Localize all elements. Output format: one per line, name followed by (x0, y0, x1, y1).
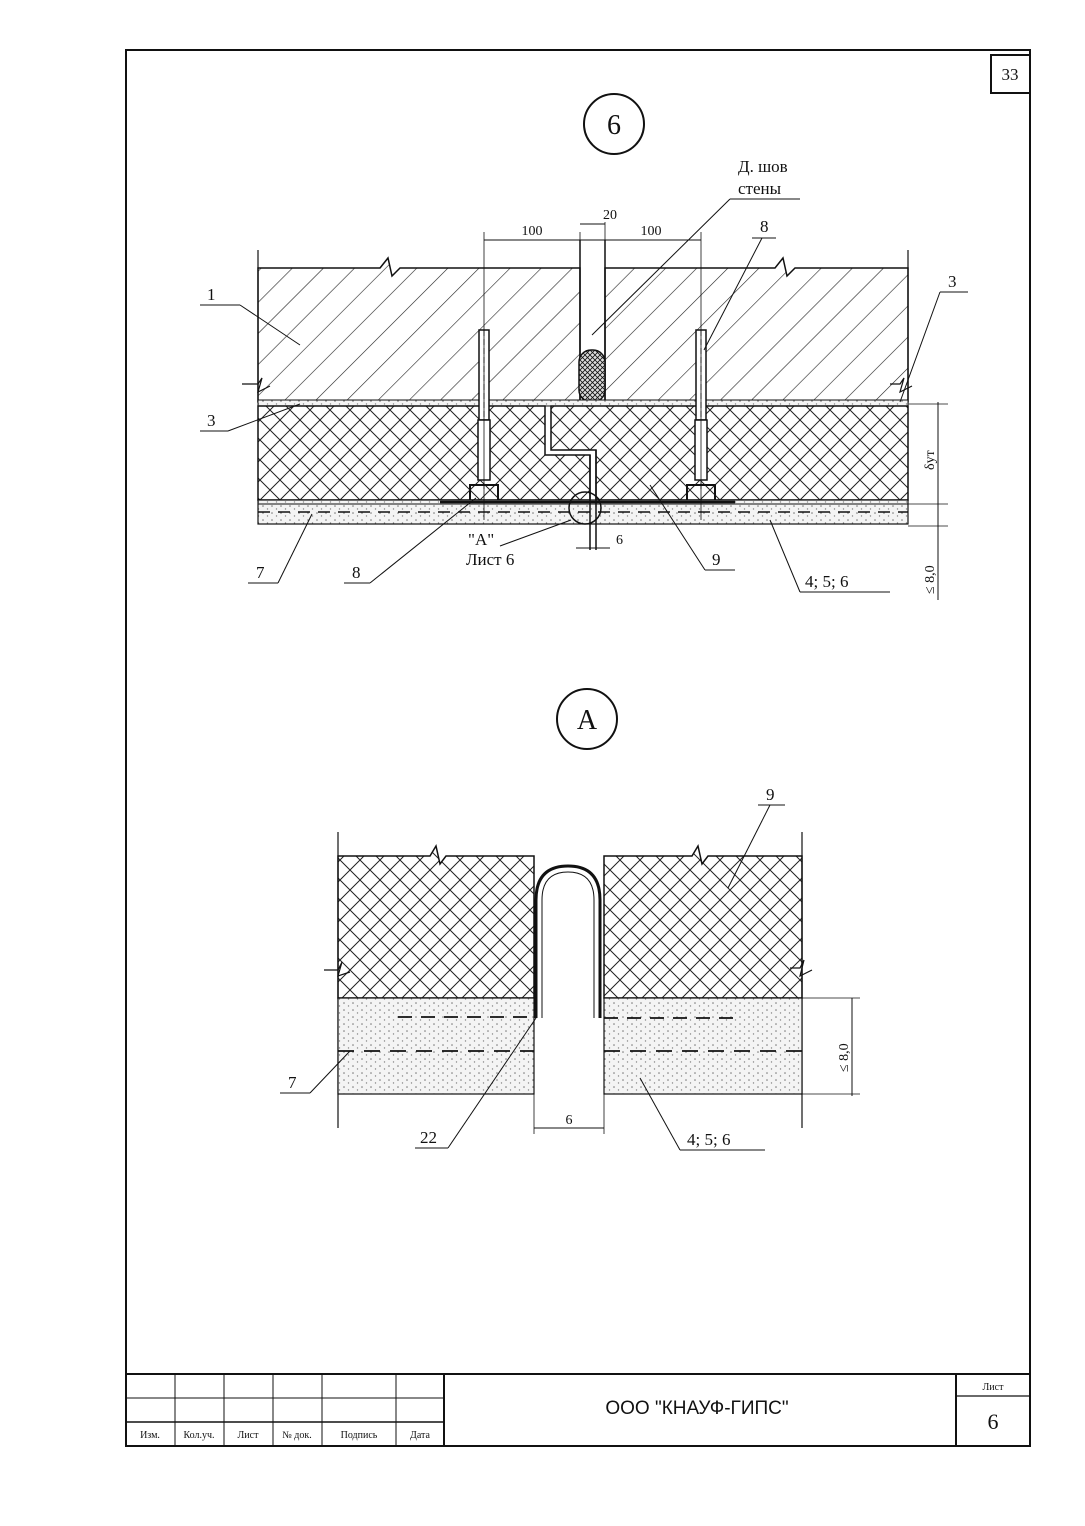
joint-label-leader (591, 198, 731, 336)
title-block-frame (125, 1373, 1031, 1447)
callout-ref-line1: "А" (468, 530, 494, 549)
label-a-456: 4; 5; 6 (687, 1130, 730, 1149)
label-9-leader-2 (649, 484, 706, 571)
callout-a-leader (499, 519, 572, 547)
detail-6-marker: 6 (607, 110, 621, 141)
header-kol-uch: Кол.уч. (183, 1430, 214, 1441)
detail-6-marker-circle (583, 93, 645, 155)
title-block: Изм. Кол.уч. Лист № док. Подпись Дата ОО… (125, 1373, 1031, 1447)
sheet-label: Лист (983, 1382, 1005, 1393)
insulation-left (257, 405, 591, 501)
joint-profile-22 (534, 864, 602, 1018)
label-456-leader-2 (769, 519, 801, 593)
sheet-number: 6 (988, 1409, 999, 1434)
label-8-bottom: 8 (352, 563, 361, 582)
corner-number-box (990, 54, 1031, 94)
label-8-bottom-leader-2 (369, 497, 477, 584)
label-a-456-leader-2 (639, 1077, 681, 1151)
detail-6: 6 (200, 93, 968, 600)
label-7: 7 (256, 563, 265, 582)
detail-a: А 6 ≤ 8,0 9 7 22 (280, 688, 860, 1151)
insulation-a-right (603, 844, 803, 999)
label-1-leader-2 (239, 304, 301, 346)
insulation-right (550, 405, 909, 501)
label-a-22-leader-2 (447, 1017, 537, 1149)
break-a-mark-right (790, 959, 813, 978)
callout-a-circle (568, 491, 602, 525)
header-list: Лист (238, 1430, 260, 1441)
label-3-left-leader-2 (227, 403, 301, 432)
dim-gap-20: 20 (603, 208, 617, 223)
dim-render: ≤ 8,0 (923, 565, 938, 594)
joint-sealing-cord (578, 349, 606, 403)
header-doc: № док. (282, 1430, 312, 1441)
label-9: 9 (712, 550, 721, 569)
corner-number: 33 (1002, 65, 1019, 84)
joint-profile-22-inner (541, 871, 595, 1018)
label-3-right-leader-2 (899, 291, 941, 403)
dim-thickness: δут (923, 450, 938, 470)
render-a-left (337, 997, 535, 1095)
joint-label-line1: Д. шов (738, 157, 788, 176)
wall-masonry-left (257, 256, 581, 403)
company-name: ООО "КНАУФ-ГИПС" (605, 1398, 788, 1419)
label-3-left: 3 (207, 411, 216, 430)
label-8-top: 8 (760, 217, 769, 236)
header-izm: Изм. (140, 1430, 160, 1441)
dim-bottom-gap: 6 (616, 533, 623, 548)
detail-a-marker-circle (556, 688, 618, 750)
dim-a-gap: 6 (566, 1113, 573, 1128)
label-8-top-leader-2 (703, 237, 763, 351)
joint-label-line2: стены (738, 179, 782, 198)
render-a-right (603, 997, 803, 1095)
header-data: Дата (410, 1430, 430, 1441)
break-a-mark-left (324, 961, 351, 977)
label-3-right: 3 (948, 272, 957, 291)
dim-left-100: 100 (522, 224, 543, 239)
insulation-a-left (337, 844, 535, 999)
label-a-22: 22 (420, 1128, 437, 1147)
label-a-9-leader-2 (727, 804, 771, 889)
label-a-7: 7 (288, 1073, 297, 1092)
wall-masonry-right (604, 256, 909, 403)
label-a-9: 9 (766, 785, 775, 804)
header-podpis: Подпись (341, 1430, 378, 1441)
label-456: 4; 5; 6 (805, 572, 848, 591)
label-a-7-leader-2 (309, 1050, 351, 1094)
adhesive-layer (257, 399, 909, 407)
dim-a-render: ≤ 8,0 (837, 1043, 852, 1072)
dim-right-100: 100 (641, 224, 662, 239)
label-7-leader-2 (277, 513, 313, 584)
wall-break-mark-left (242, 377, 271, 394)
callout-ref-line2: Лист 6 (466, 550, 514, 569)
label-1: 1 (207, 285, 216, 304)
detail-a-marker: А (577, 705, 598, 736)
